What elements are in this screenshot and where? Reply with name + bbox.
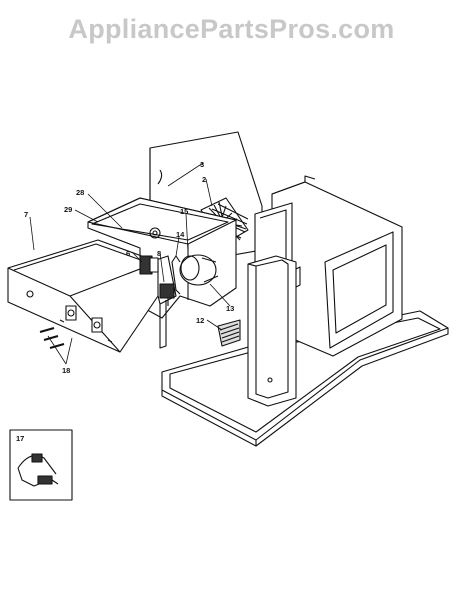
heater-coil: [217, 319, 241, 347]
callout-6: 6: [126, 249, 130, 258]
watermark-text: AppliancePartsPros.com: [68, 14, 395, 44]
callout-28: 28: [76, 188, 84, 197]
callout-13: 13: [226, 304, 234, 313]
callout-12: 12: [196, 316, 204, 325]
callout-18: 18: [62, 366, 70, 375]
callout-14: 14: [176, 230, 185, 239]
inset-box: [9, 429, 73, 501]
control-box: [7, 239, 159, 353]
blower-motor: [171, 254, 219, 295]
rear-cabinet: [271, 175, 403, 357]
screws: [39, 327, 65, 349]
switches: [139, 255, 175, 306]
callout-17: 17: [16, 434, 24, 443]
front-column: [247, 255, 297, 407]
callout-3: 3: [200, 160, 204, 169]
leader-lines: [29, 162, 231, 365]
callout-7: 7: [24, 210, 28, 219]
callout-8: 8: [157, 249, 161, 258]
callout-29: 29: [64, 205, 72, 214]
callout-15: 15: [180, 207, 188, 216]
callout-labels: 3 2 28 29 7 15 14 6 8 13 12 18 17: [16, 160, 234, 443]
callout-2: 2: [202, 175, 206, 184]
